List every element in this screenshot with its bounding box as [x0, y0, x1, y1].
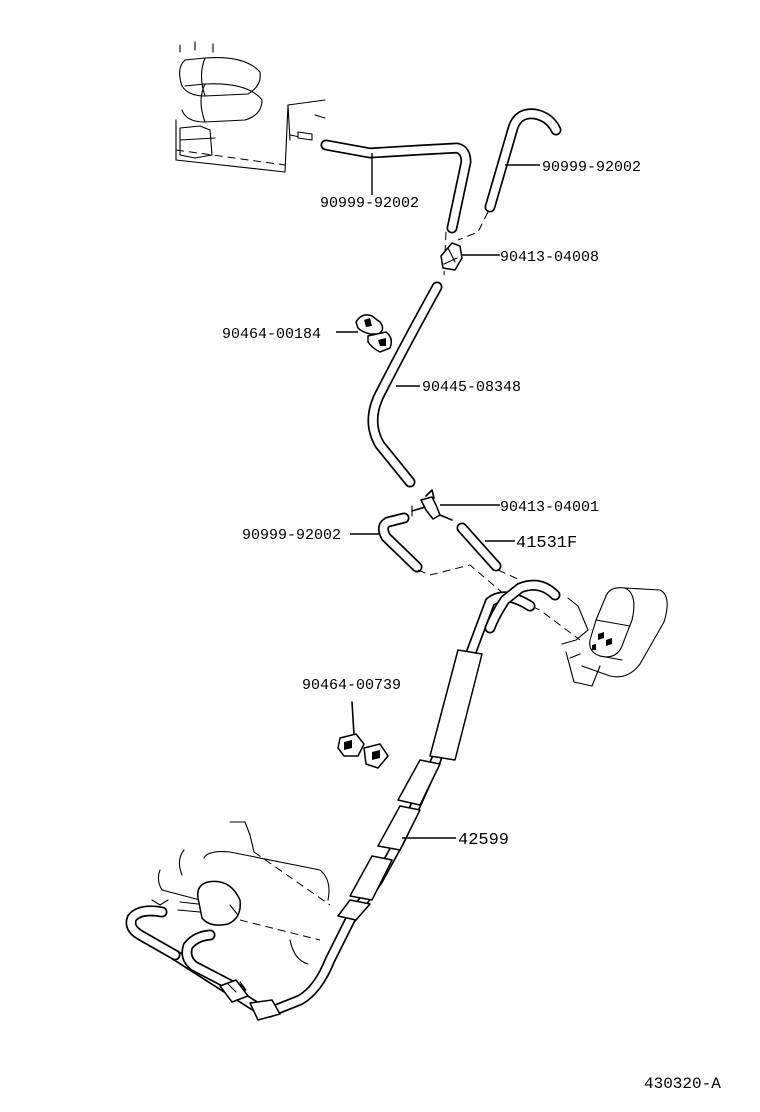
assembly-line: [443, 231, 447, 276]
right-component: [561, 587, 668, 687]
label-hose-41531f: 41531F: [516, 534, 577, 553]
label-hose-upper-right: 90999-92002: [542, 159, 641, 176]
hose-middle-elbow: [377, 512, 423, 573]
label-hose-upper-left: 90999-92002: [320, 195, 419, 212]
leader-lines: [336, 153, 540, 839]
label-clip-lower: 90464-00739: [302, 677, 401, 694]
clip-90464-00184: [355, 314, 393, 353]
pipe-90445-08348: [367, 281, 443, 488]
label-connector: 90413-04001: [500, 499, 599, 516]
clip-90464-00739: [337, 701, 389, 769]
hose-upper-right: [484, 108, 562, 213]
hose-upper-left: [320, 139, 472, 234]
label-clip-upper: 90464-00184: [222, 326, 321, 343]
upper-left-component: [175, 41, 326, 173]
tube-assembly-42599: [125, 579, 561, 1021]
label-pipe: 90445-08348: [422, 379, 521, 396]
assembly-line: [417, 564, 581, 641]
fitting-90413-04008: [440, 242, 463, 271]
label-tube-assembly: 42599: [458, 831, 509, 850]
connector-90413-04001: [411, 489, 453, 521]
hose-41531f: [456, 522, 502, 572]
assembly-line: [497, 569, 521, 581]
label-fitting-upper: 90413-04008: [500, 249, 599, 266]
figure-code: 430320-A: [644, 1075, 721, 1093]
label-hose-middle: 90999-92002: [242, 527, 341, 544]
lower-left-component: [151, 821, 331, 965]
assembly-line: [457, 211, 489, 241]
